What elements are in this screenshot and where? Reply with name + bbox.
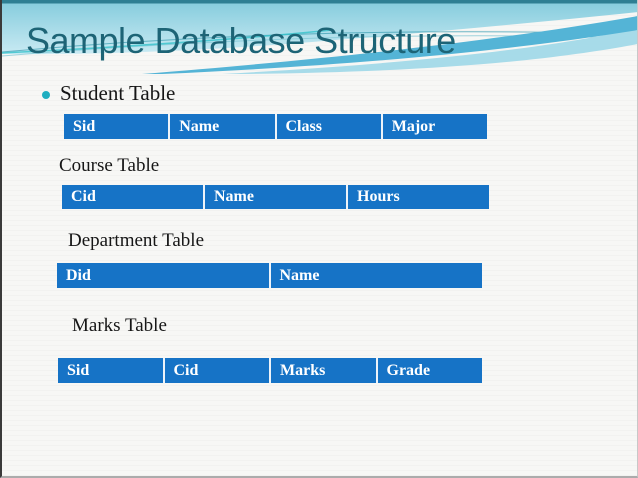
course-table-header-row: Cid Name Hours <box>62 185 489 209</box>
department-col-did: Did <box>66 266 91 284</box>
slide-title: Sample Database Structure <box>26 20 456 61</box>
course-col-hours: Hours <box>346 185 489 209</box>
student-col-sid: Sid <box>73 117 96 135</box>
student-table-label-text: Student Table <box>60 81 176 105</box>
student-col-class: Class <box>274 114 381 139</box>
bullet-icon <box>42 90 50 99</box>
student-table-header-row: Sid Name Class Major <box>64 114 487 139</box>
marks-col-sid: Sid <box>67 361 90 379</box>
marks-col-grade: Grade <box>375 358 483 383</box>
course-col-name: Name <box>203 185 346 209</box>
marks-table-header-row: Sid Cid Marks Grade <box>58 358 482 383</box>
marks-col-marks: Marks <box>269 358 376 383</box>
department-table-header-row: Did Name <box>57 263 482 288</box>
student-col-name: Name <box>168 114 274 139</box>
department-col-name: Name <box>268 263 483 288</box>
course-table-label: Course Table <box>59 155 160 176</box>
student-table-label: Student Table <box>42 81 176 105</box>
student-col-major: Major <box>380 114 487 139</box>
department-table-label: Department Table <box>68 230 205 251</box>
wave-banner-decoration <box>2 0 637 74</box>
marks-table-label: Marks Table <box>72 315 167 336</box>
marks-col-cid: Cid <box>162 358 270 383</box>
course-col-cid: Cid <box>71 188 96 205</box>
